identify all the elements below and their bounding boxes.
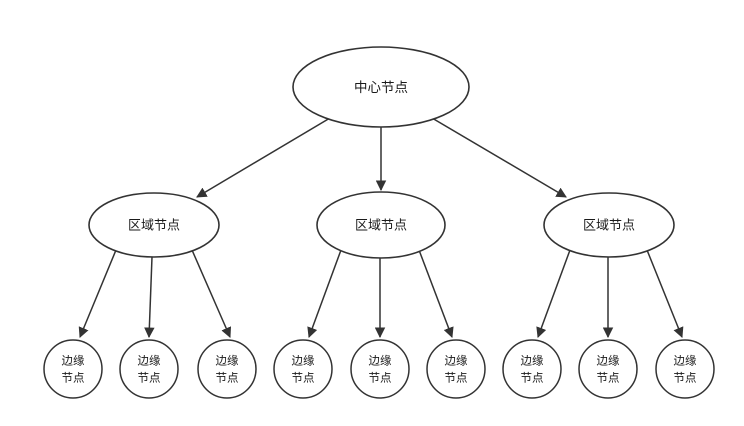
edge-connector <box>418 249 454 338</box>
edge-connector <box>646 249 684 338</box>
region-node[interactable]: 区域节点 <box>88 192 220 258</box>
root-node-shape <box>292 46 470 128</box>
edge-connector <box>307 249 342 338</box>
edge-node-label-line1: 边缘 <box>216 354 239 368</box>
root-node[interactable]: 中心节点 <box>292 46 470 128</box>
edge-connector <box>191 249 232 338</box>
edge-node-label-line2: 节点 <box>521 371 544 385</box>
edge-node-label-line2: 节点 <box>216 371 239 385</box>
nodes-layer: 中心节点区域节点区域节点区域节点边缘节点边缘节点边缘节点边缘节点边缘节点边缘节点… <box>43 46 715 399</box>
edge-node-label-line1: 边缘 <box>597 354 620 368</box>
region-node-shape <box>88 192 220 258</box>
root-node-label: 中心节点 <box>354 80 408 96</box>
region-node[interactable]: 区域节点 <box>543 192 675 258</box>
edge-node-label-line1: 边缘 <box>674 354 697 368</box>
edge-node-shape <box>197 339 257 399</box>
region-node-label: 区域节点 <box>128 219 180 234</box>
edge-node-shape <box>426 339 486 399</box>
edge-node-shape <box>273 339 333 399</box>
edge-connector <box>144 256 155 339</box>
edge-node-shape <box>502 339 562 399</box>
edge-node-shape <box>655 339 715 399</box>
region-node-shape <box>543 192 675 258</box>
edge-node-label-line2: 节点 <box>445 371 468 385</box>
edges-layer <box>78 117 684 339</box>
edge-connector <box>431 117 567 198</box>
region-node-shape <box>316 191 446 259</box>
edge-node-label-line1: 边缘 <box>62 354 85 368</box>
edge-connector <box>536 249 571 338</box>
edge-node-label-line1: 边缘 <box>292 354 315 368</box>
edge-node-label-line1: 边缘 <box>138 354 161 368</box>
edge-node-shape <box>350 339 410 399</box>
edge-node-shape <box>119 339 179 399</box>
edge-node-label-line2: 节点 <box>597 371 620 385</box>
edge-node-label-line1: 边缘 <box>521 354 544 368</box>
region-node-label: 区域节点 <box>355 219 407 234</box>
edge-node-label-line1: 边缘 <box>445 354 468 368</box>
edge-connector <box>196 117 331 198</box>
edge-node-shape <box>578 339 638 399</box>
edge-node-label-line1: 边缘 <box>369 354 392 368</box>
edge-node-label-line2: 节点 <box>62 371 85 385</box>
edge-connector <box>78 249 117 338</box>
region-node[interactable]: 区域节点 <box>316 191 446 259</box>
region-node-label: 区域节点 <box>583 219 635 234</box>
edge-node-label-line2: 节点 <box>674 371 697 385</box>
edge-node-label-line2: 节点 <box>292 371 315 385</box>
edge-node-label-line2: 节点 <box>138 371 161 385</box>
edge-node-shape <box>43 339 103 399</box>
edge-node-label-line2: 节点 <box>369 371 392 385</box>
